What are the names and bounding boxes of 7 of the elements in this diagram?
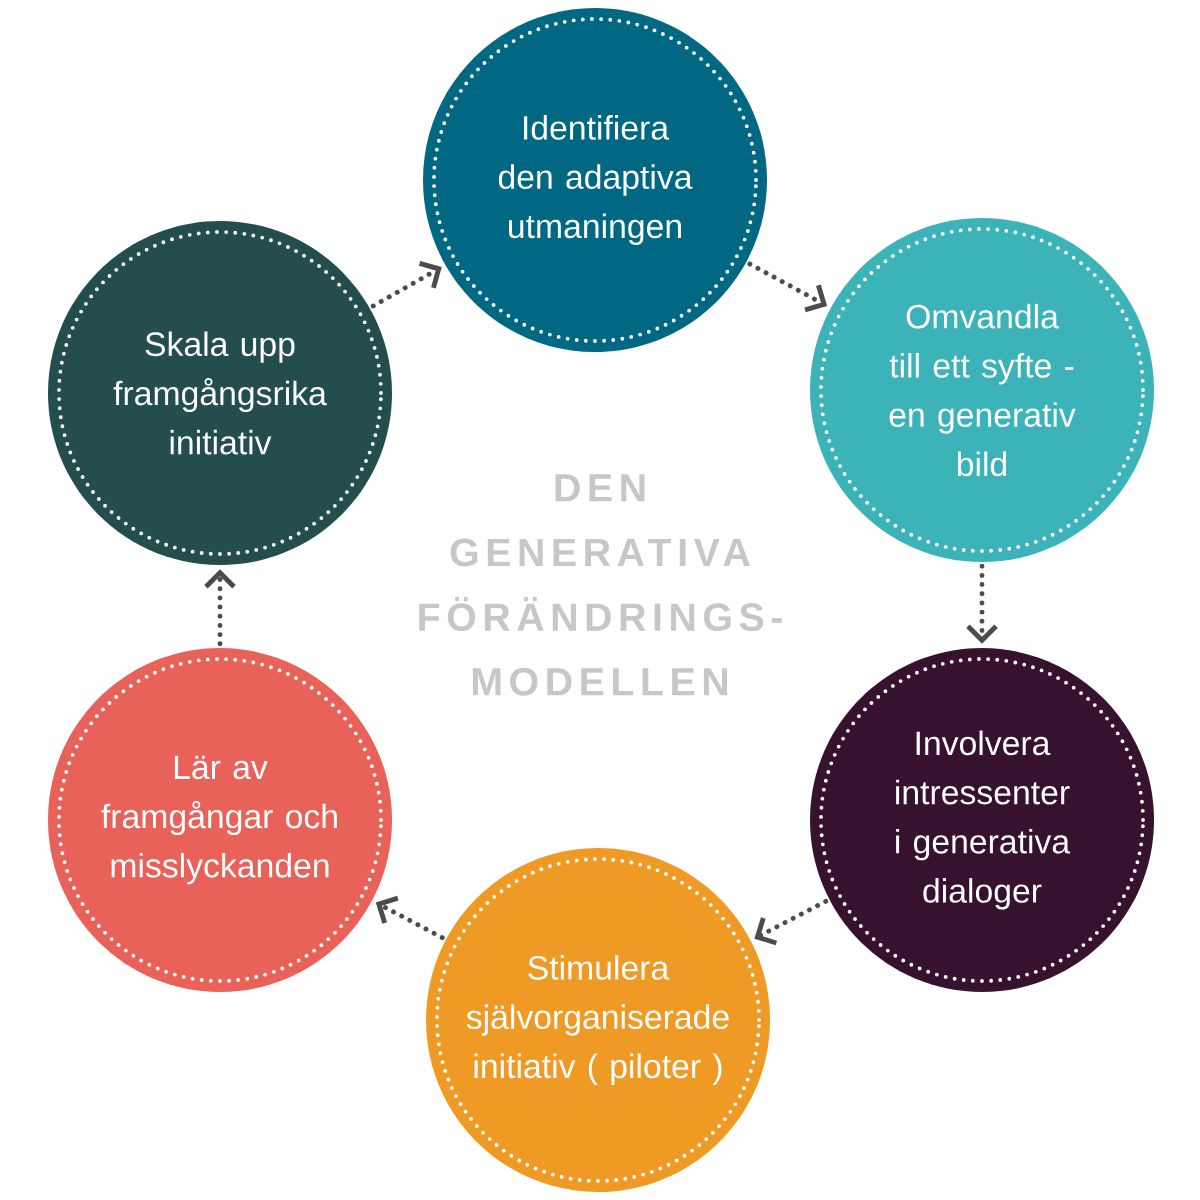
center-title: DEN GENERATIVA FÖRÄNDRINGS- MODELLEN xyxy=(419,474,782,696)
arrow xyxy=(370,261,442,309)
arrow xyxy=(754,898,829,946)
arrow xyxy=(375,895,445,941)
arrow xyxy=(966,563,998,644)
arrow xyxy=(204,569,236,647)
arrow xyxy=(747,261,828,313)
